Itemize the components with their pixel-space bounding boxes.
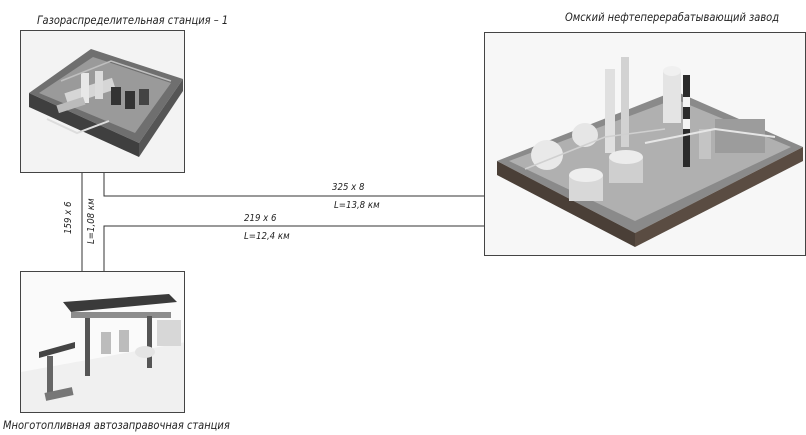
pipe-325-length: L=13,8 км [334, 200, 380, 211]
pipe-219-length: L=12,4 км [244, 231, 290, 242]
pipeline-fuel-refinery [104, 226, 484, 272]
gas-station-image [21, 31, 185, 173]
pipe-219-spec: 219 х 6 [244, 213, 276, 224]
gas-station-box [20, 30, 185, 173]
fuel-station-image [21, 272, 185, 413]
pipe-159-spec: 159 х 6 [63, 202, 74, 234]
refinery-box [484, 32, 806, 256]
pipe-325-spec: 325 х 8 [332, 182, 364, 193]
pipeline-gas-refinery [104, 172, 484, 196]
refinery-image [485, 33, 806, 256]
pipe-159-length: L=1,08 км [86, 198, 97, 244]
fuel-station-box [20, 271, 185, 413]
